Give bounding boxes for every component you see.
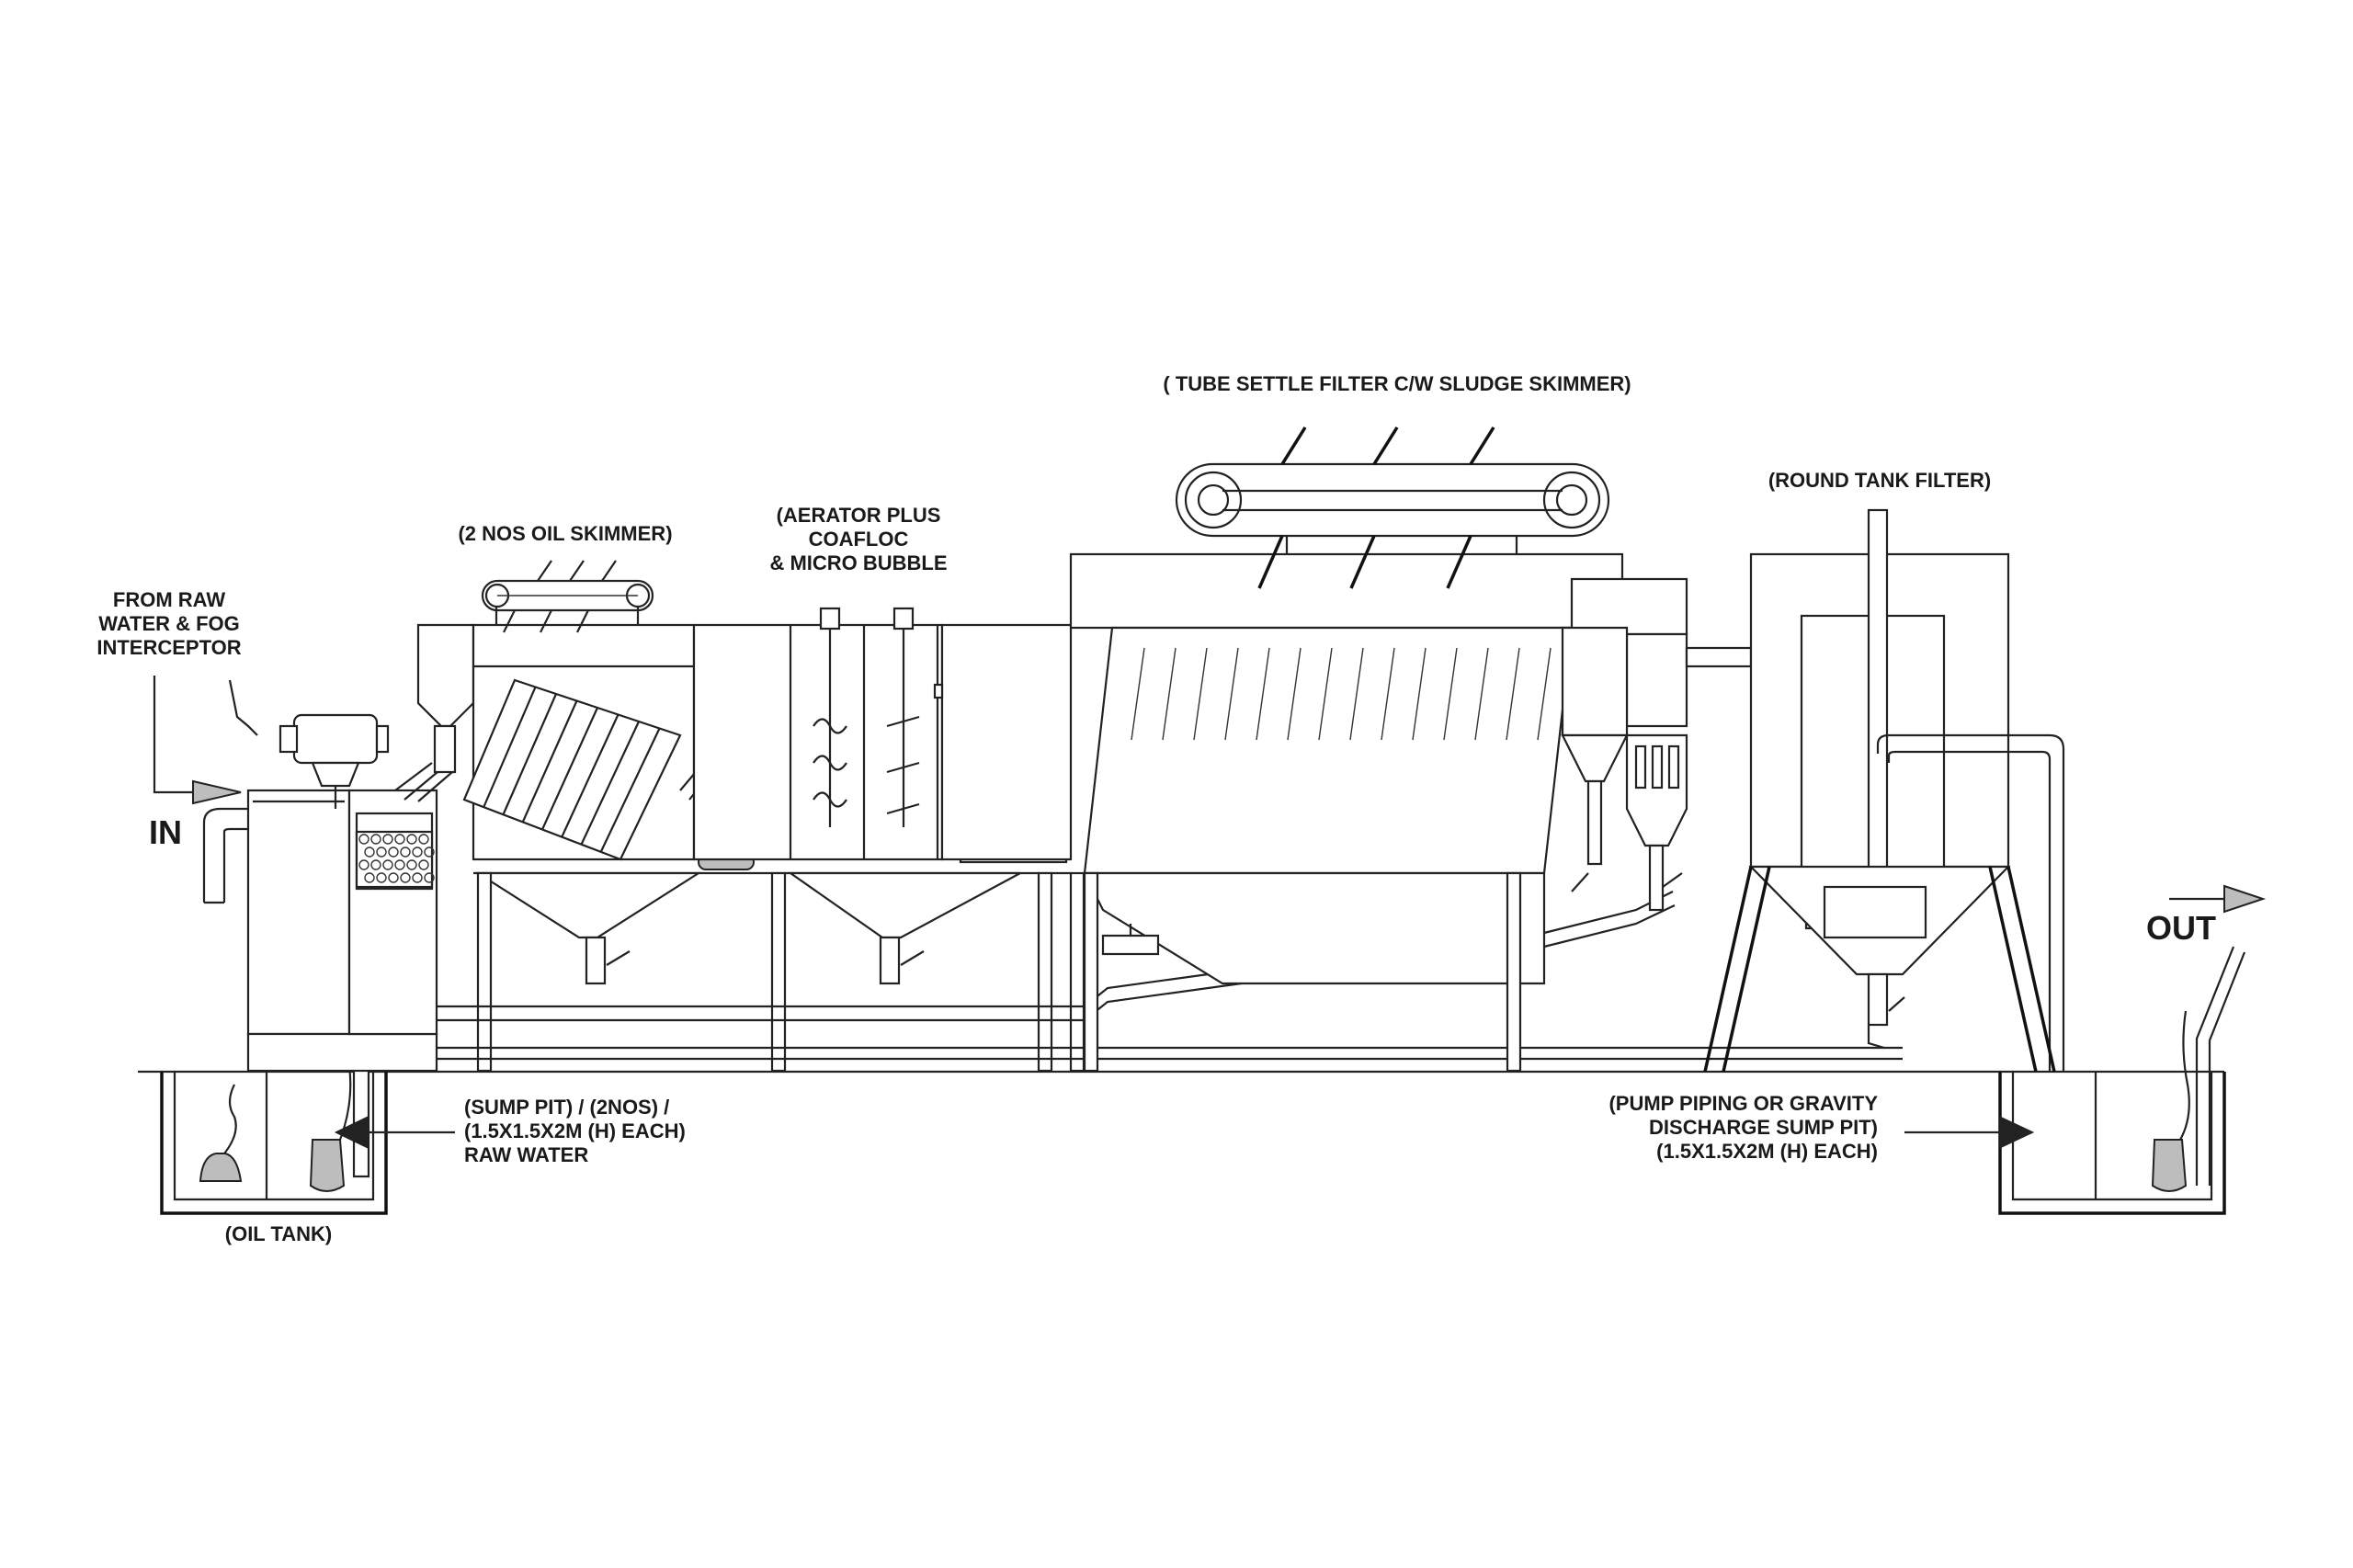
- settler-tubes: [1131, 647, 1552, 741]
- outlet-arrow-icon: [2223, 884, 2267, 914]
- label-discharge-3: (1.5X1.5X2M (H) EACH): [1656, 1140, 1878, 1163]
- label-from-raw-2: WATER & FOG: [98, 612, 240, 635]
- mixer-1: [813, 607, 847, 827]
- inlet-chamber: [202, 713, 438, 1073]
- label-out: OUT: [2146, 909, 2216, 947]
- labels: FROM RAW WATER & FOG INTERCEPTOR IN OUT …: [97, 372, 2216, 1245]
- aerator-tank: [692, 607, 1073, 864]
- discharge-pump-icon: [2151, 1139, 2188, 1192]
- perforated-screen: [355, 830, 435, 889]
- label-sump-pit-1: (SUMP PIT) / (2NOS) /: [464, 1096, 669, 1119]
- discharge-arrow-icon: [1999, 1116, 2035, 1149]
- label-tube-settle: ( TUBE SETTLE FILTER C/W SLUDGE SKIMMER): [1163, 372, 1631, 395]
- mixer-2: [886, 607, 920, 827]
- tube-settler: [1069, 426, 1753, 1073]
- label-oil-tank: (OIL TANK): [225, 1222, 333, 1245]
- label-aerator-1: (AERATOR PLUS: [777, 504, 941, 527]
- inlet-arrow: [153, 676, 258, 805]
- label-sump-pit-3: RAW WATER: [464, 1143, 588, 1166]
- oil-skimmer-belt: [481, 560, 654, 633]
- label-round-tank: (ROUND TANK FILTER): [1768, 469, 1991, 492]
- sludge-skimmer-belt: [1175, 426, 1610, 589]
- label-oil-skimmer: (2 NOS OIL SKIMMER): [458, 522, 672, 545]
- label-sump-pit-2: (1.5X1.5X2M (H) EACH): [464, 1119, 686, 1142]
- label-in: IN: [149, 813, 182, 851]
- round-tank-filter: [1703, 508, 2065, 1073]
- submersible-pump-icon: [309, 1139, 346, 1192]
- label-from-raw-1: FROM RAW: [113, 588, 225, 611]
- outlet-arrow: [2169, 884, 2267, 914]
- oil-float-icon: [199, 1153, 243, 1182]
- right-sump-pit: [1904, 946, 2246, 1215]
- label-discharge-1: (PUMP PIPING OR GRAVITY: [1608, 1092, 1878, 1115]
- plate-pack-lines: [483, 687, 661, 853]
- label-aerator-2: COAFLOC: [809, 528, 909, 551]
- label-discharge-2: DISCHARGE SUMP PIT): [1649, 1116, 1878, 1139]
- inlet-arrow-icon: [192, 779, 242, 805]
- oil-skimmer-tank: [404, 560, 755, 870]
- label-aerator-3: & MICRO BUBBLE: [769, 551, 947, 574]
- label-from-raw-3: INTERCEPTOR: [97, 636, 241, 659]
